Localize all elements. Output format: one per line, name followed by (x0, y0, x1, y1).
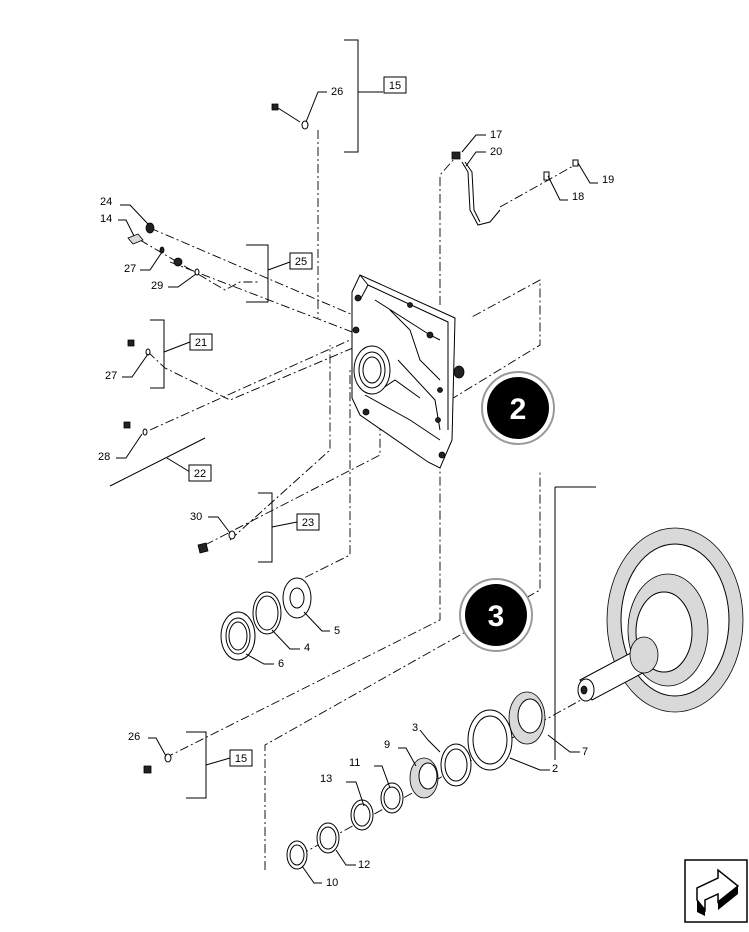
callout-5: 5 (334, 625, 340, 637)
callout-3: 3 (412, 722, 418, 734)
callout-19: 19 (602, 174, 614, 186)
callout-30: 30 (190, 511, 202, 523)
callout-leaders (116, 91, 598, 884)
callout-26-lower: 26 (128, 731, 140, 743)
badge-2[interactable]: 2 (481, 371, 555, 445)
seals-group (220, 577, 312, 661)
callout-labels: 26 17 20 19 18 24 14 27 29 27 28 30 5 4 … (98, 86, 614, 889)
ref-box-23[interactable]: 23 (302, 517, 314, 529)
callout-14: 14 (100, 213, 112, 225)
callout-18: 18 (572, 191, 584, 203)
ref-box-22[interactable]: 22 (194, 468, 206, 480)
callout-10: 10 (326, 877, 338, 889)
ref-box-25[interactable]: 25 (295, 256, 307, 268)
fasteners (123, 103, 579, 774)
callout-4: 4 (304, 642, 310, 654)
callout-28: 28 (98, 451, 110, 463)
leader-lines (139, 130, 591, 870)
callout-17: 17 (490, 129, 502, 141)
callout-7: 7 (582, 746, 588, 758)
callout-2: 2 (552, 763, 558, 775)
callout-27-lower: 27 (105, 370, 117, 382)
callout-6: 6 (278, 658, 284, 670)
callout-24: 24 (100, 196, 112, 208)
callout-27-upper: 27 (124, 263, 136, 275)
callout-9: 9 (384, 739, 390, 751)
bearing-stack (286, 691, 546, 870)
callout-11: 11 (349, 757, 360, 769)
badge-2-label: 2 (510, 393, 527, 426)
callout-29: 29 (151, 280, 163, 292)
ref-box-15-lower[interactable]: 15 (235, 753, 247, 765)
callout-20: 20 (490, 146, 502, 158)
callout-12: 12 (358, 859, 370, 871)
badge-3[interactable]: 3 (459, 578, 533, 652)
group-brackets (109, 39, 596, 799)
gearbox-housing (351, 274, 465, 469)
ref-box-21[interactable]: 21 (195, 337, 207, 349)
navigate-arrow-icon[interactable] (684, 859, 748, 923)
reference-boxes: 15 25 21 22 23 15 (188, 76, 407, 767)
callout-26-top: 26 (331, 86, 343, 98)
ring-gear-pinion (577, 527, 744, 713)
callout-13: 13 (320, 773, 332, 785)
badge-3-label: 3 (488, 600, 505, 633)
ref-box-15-top[interactable]: 15 (389, 80, 401, 92)
